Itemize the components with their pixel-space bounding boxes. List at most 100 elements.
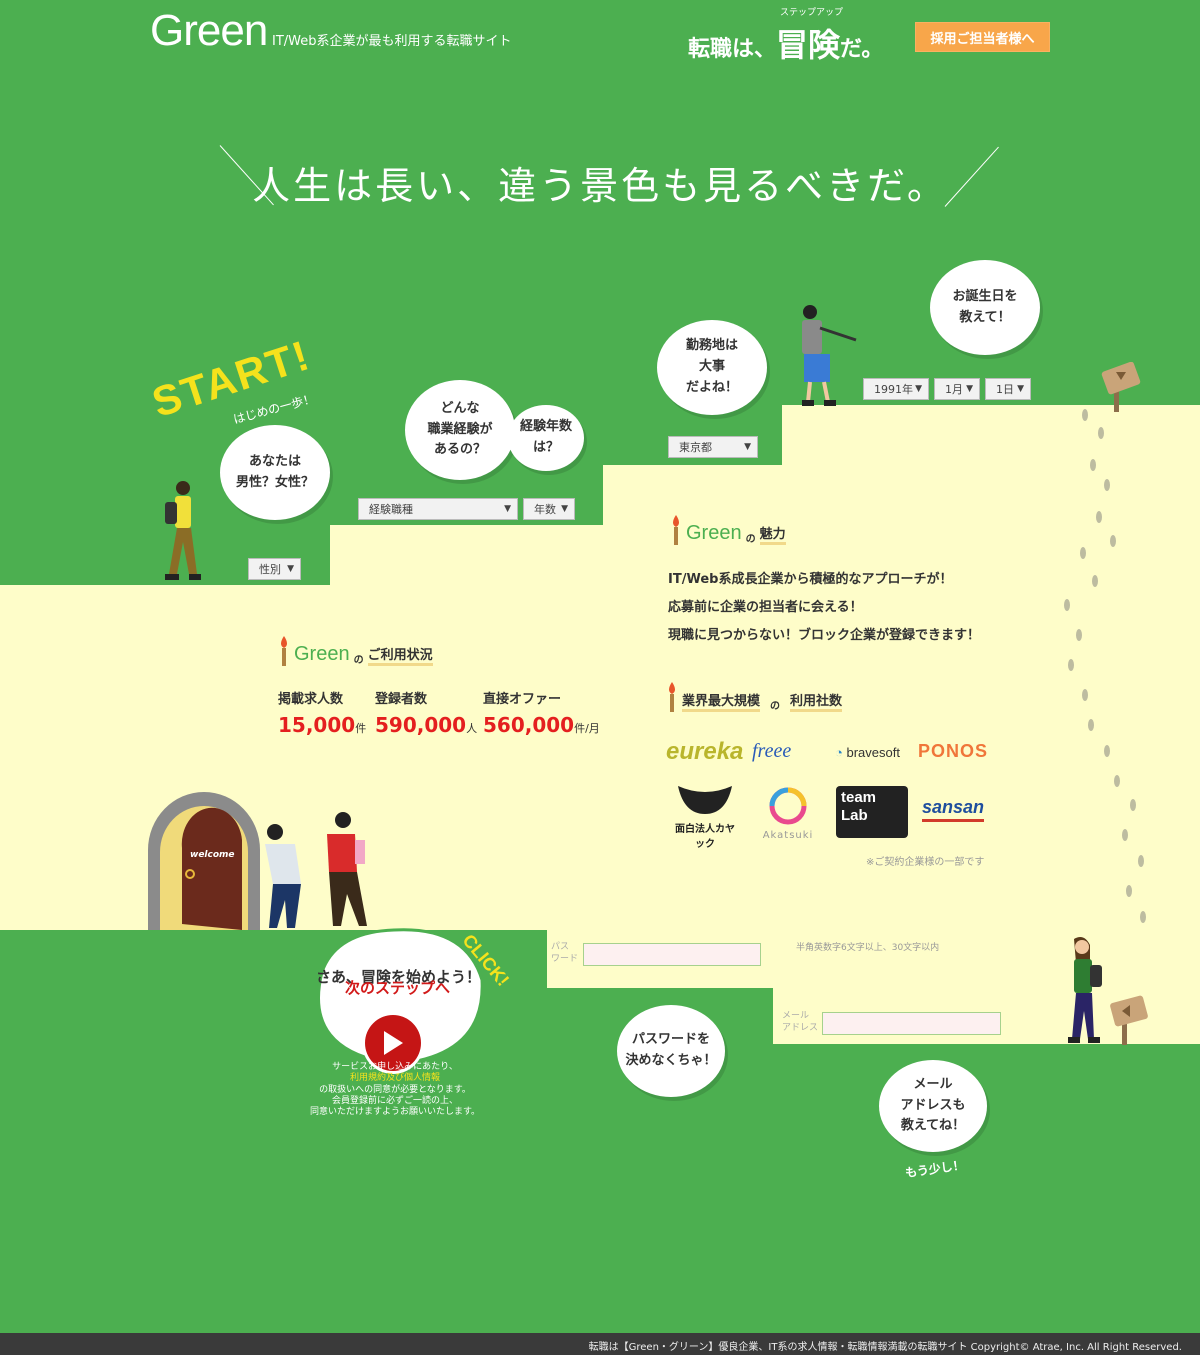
torch-icon <box>673 515 679 545</box>
birth-day-value: 1日 <box>996 383 1014 396</box>
company-logo-sansan: sansan <box>922 797 985 822</box>
pushing-people-illustration <box>265 812 367 928</box>
stat-registrants: 登録者数 590,000人 <box>375 688 477 737</box>
job-type-select[interactable]: 経験職種 ▼ <box>358 498 518 520</box>
speech-bubble-location: 勤務地は 大事 だよね！ <box>657 320 767 415</box>
chevron-down-icon: ▼ <box>915 384 922 394</box>
stat-label: 掲載求人数 <box>278 692 344 707</box>
appeal-logo: Green <box>686 522 742 544</box>
stat-value: 560,000 <box>483 713 575 737</box>
company-logo-eureka: eureka <box>666 738 744 765</box>
gender-select[interactable]: 性別 ▼ <box>248 558 301 580</box>
stat-label: 直接オファー <box>483 692 562 707</box>
chevron-down-icon: ▼ <box>1017 384 1024 394</box>
chevron-down-icon: ▼ <box>504 504 511 514</box>
chevron-down-icon: ▼ <box>966 384 973 394</box>
company-logo-akatsuki: Akatsuki <box>760 786 816 841</box>
speech-bubble-gender: あなたは 男性？女性？ <box>220 425 330 520</box>
location-select[interactable]: 東京都 ▼ <box>668 436 758 458</box>
usage-title-text: ご利用状況 <box>367 644 433 666</box>
bravesoft-swirl-icon: ◔ <box>835 745 843 760</box>
akatsuki-ring-icon <box>769 787 807 825</box>
stat-unit: 件/月 <box>574 722 600 735</box>
speech-bubble-years: 経験年数 は？ <box>508 405 584 471</box>
signpost-top-illustration <box>1101 362 1141 412</box>
usage-title: Green の ご利用状況 <box>278 636 433 666</box>
companies-note: ※ご契約企業様の一部です <box>866 857 985 868</box>
usage-logo: Green <box>294 643 350 665</box>
door-sign: welcome <box>190 850 235 860</box>
start-bubble-shape <box>289 928 484 1066</box>
stat-value: 15,000 <box>278 713 356 737</box>
appeal-title: Green の 魅力 <box>670 515 786 545</box>
play-icon <box>384 1031 403 1055</box>
company-logo-kayac: 面白法人カヤック <box>675 782 735 850</box>
agreement-line: 同意いただけますようお願いいたします。 <box>309 1107 481 1117</box>
company-logo-teamlab: team Lab <box>836 786 908 838</box>
agreement-line: 会員登録前に必ずご一読の上、 <box>331 1095 458 1106</box>
start-bubble-text-2: 次のステップへ <box>345 979 451 997</box>
torch-icon <box>669 682 675 712</box>
email-input[interactable] <box>822 1012 1001 1035</box>
birth-month-select[interactable]: 1月 ▼ <box>934 378 980 400</box>
stat-offers: 直接オファー 560,000件/月 <box>483 688 600 737</box>
green-logo[interactable]: Green <box>150 6 268 55</box>
walking-person-illustration <box>165 481 201 580</box>
location-select-value: 東京都 <box>679 441 712 454</box>
company-logo-freee: freee <box>752 740 792 762</box>
companies-title-no: の <box>770 701 781 712</box>
agreement-text: サービスお申し込みにあたり、 利用規約及び個人情報 の取扱いへの同意が必要となり… <box>300 1062 490 1118</box>
birth-month-value: 1月 <box>945 383 963 396</box>
stat-unit: 件 <box>355 722 367 735</box>
terms-link[interactable]: 利用規約及び個人情報 <box>349 1073 440 1084</box>
company-logo-bravesoft: ◔ bravesoft <box>835 745 900 760</box>
slogan: 転職は、冒険だ。 <box>688 20 883 66</box>
welcome-door-illustration <box>148 792 260 930</box>
companies-title-a: 業界最大規模 <box>682 690 761 712</box>
akatsuki-text: Akatsuki <box>762 830 814 841</box>
appeal-item: 応募前に企業の担当者に会える！ <box>668 600 863 615</box>
walking-woman-illustration <box>1068 937 1102 1043</box>
slogan-prefix: 転職は、 <box>688 37 777 62</box>
almost-there-label: もう少し！ <box>904 1157 966 1181</box>
chevron-down-icon: ▼ <box>561 504 568 514</box>
speech-bubble-password: パスワードを 決めなくちゃ！ <box>617 1005 725 1097</box>
kayac-boat-icon <box>678 786 732 814</box>
years-select-value: 年数 <box>534 503 556 516</box>
stair-step-3 <box>603 465 783 930</box>
appeal-item: 現職に見つからない！ブロック企業が登録できます！ <box>668 628 981 643</box>
climbing-person-illustration <box>802 305 857 406</box>
play-button[interactable] <box>365 1015 421 1071</box>
birth-year-select[interactable]: 1991年 ▼ <box>863 378 929 400</box>
password-hint: 半角英数字6文字以上、30文字以内 <box>796 943 940 953</box>
stat-label: 登録者数 <box>375 692 428 707</box>
kayac-text: 面白法人カヤック <box>675 824 735 850</box>
gender-select-value: 性別 <box>259 563 281 576</box>
appeal-title-no: の <box>745 534 756 545</box>
appeal-title-text: 魅力 <box>759 523 786 545</box>
email-label: メール アドレス <box>782 1011 819 1033</box>
recruiter-button[interactable]: 採用ご担当者様へ <box>915 22 1050 52</box>
password-input[interactable] <box>583 943 761 966</box>
start-bubble-text-1: さあ、冒険を始めよう！ <box>316 968 482 986</box>
birth-year-value: 1991年 <box>874 383 913 396</box>
years-select[interactable]: 年数 ▼ <box>523 498 575 520</box>
footprints-illustration <box>1064 409 1146 923</box>
stat-unit: 人 <box>466 722 478 735</box>
slogan-big: 冒険 <box>776 26 841 64</box>
speech-bubble-birthday: お誕生日を 教えて！ <box>930 260 1040 355</box>
birth-day-select[interactable]: 1日 ▼ <box>985 378 1031 400</box>
footer: 転職は【Green・グリーン】優良企業、IT系の求人情報・転職情報満載の転職サイ… <box>0 1333 1200 1355</box>
stair-step-2 <box>330 525 605 930</box>
slogan-suffix: だ。 <box>840 37 884 62</box>
site-tagline: IT/Web系企業が最も利用する転職サイト <box>272 34 512 49</box>
stair-step-4 <box>782 405 1200 930</box>
companies-title: 業界最大規模 の 利用社数 <box>666 682 843 712</box>
speech-bubble-email: メール アドレスも 教えてね！ <box>879 1060 987 1152</box>
stat-value: 590,000 <box>375 713 467 737</box>
usage-title-no: の <box>353 655 364 666</box>
agreement-line: の取扱いへの同意が必要となります。 <box>319 1084 471 1095</box>
signpost-bottom-illustration <box>1110 995 1148 1045</box>
agreement-line: サービスお申し込みにあたり、 <box>332 1062 458 1072</box>
password-label: パス ワード <box>551 942 579 964</box>
